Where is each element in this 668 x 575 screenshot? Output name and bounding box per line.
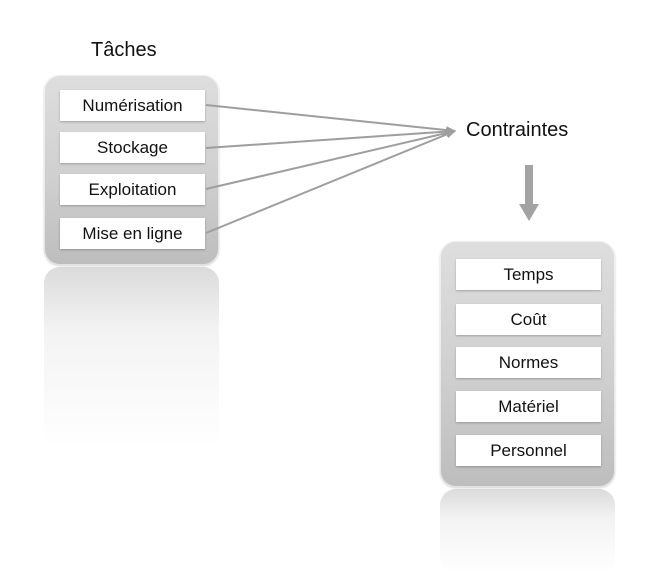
down-arrow-icon (519, 165, 539, 221)
contraintes-panel-reflection (440, 489, 615, 575)
taches-item-mise-en-ligne: Mise en ligne (60, 218, 205, 249)
arrow-exploitation-to-contraintes (205, 129, 456, 190)
contraintes-item-cout: Coût (456, 304, 601, 335)
taches-item-numerisation: Numérisation (60, 90, 205, 121)
arrow-numerisation-to-contraintes (205, 104, 456, 135)
taches-panel-reflection (44, 267, 219, 447)
taches-title: Tâches (91, 39, 157, 61)
contraintes-item-normes: Normes (456, 347, 601, 378)
contraintes-item-materiel: Matériel (456, 391, 601, 422)
taches-item-exploitation: Exploitation (60, 174, 205, 205)
arrow-mise-en-ligne-to-contraintes (205, 130, 456, 234)
taches-item-stockage: Stockage (60, 132, 205, 163)
arrow-stockage-to-contraintes (205, 127, 456, 149)
contraintes-item-temps: Temps (456, 259, 601, 290)
contraintes-panel: Temps Coût Normes Matériel Personnel (440, 241, 615, 487)
taches-panel: Numérisation Stockage Exploitation Mise … (44, 75, 219, 265)
contraintes-label: Contraintes (466, 119, 569, 141)
contraintes-item-personnel: Personnel (456, 435, 601, 466)
